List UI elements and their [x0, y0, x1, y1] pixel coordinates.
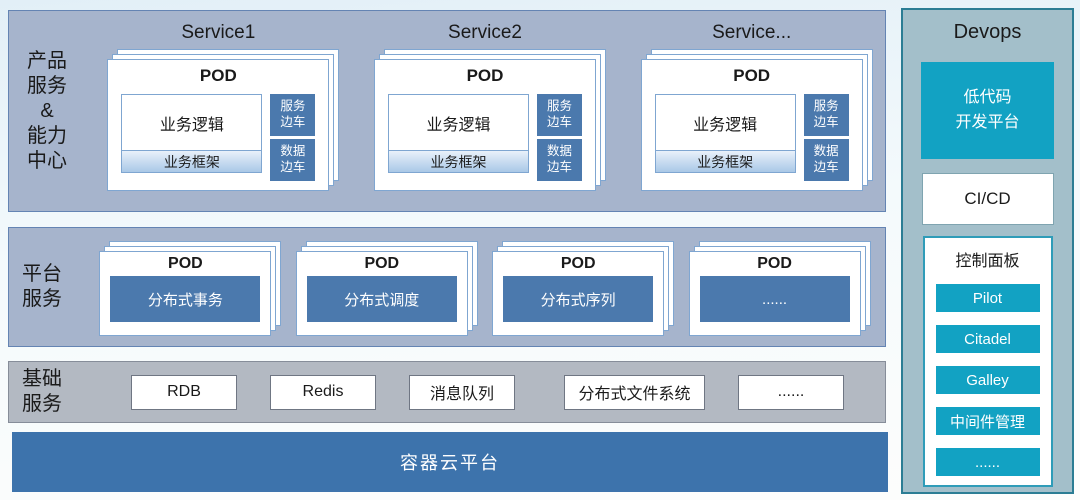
pod-title: POD: [199, 66, 237, 85]
distributed-file-system-box: 分布式文件系统: [564, 374, 705, 410]
service-group-1: Service1 POD 业务逻辑 业务框架 服务 边车 数据 边车: [85, 11, 352, 211]
service-sidecar-box: 服务 边车: [537, 94, 582, 136]
infra-services-section: 基础 服务 RDB Redis 消息队列 分布式文件系统 ......: [8, 361, 886, 423]
service-title: Service1: [181, 22, 256, 43]
sidecar-column: 服务 边车 数据 边车: [270, 94, 316, 181]
logic-column: 业务逻辑 业务框架: [388, 94, 529, 181]
data-sidecar-box: 数据 边车: [270, 139, 316, 181]
infra-section-label: 基础 服务: [22, 368, 62, 415]
pod-title: POD: [364, 255, 400, 272]
sidecar-column: 服务 边车 数据 边车: [537, 94, 582, 181]
service-title: Service2: [448, 22, 522, 43]
distributed-scheduling-box: 分布式调度: [306, 276, 457, 322]
citadel-box: Citadel: [935, 325, 1040, 353]
data-sidecar-box: 数据 边车: [803, 139, 849, 181]
service-sidecar-box: 服务 边车: [803, 94, 849, 136]
business-framework-bar: 业务框架: [654, 151, 796, 173]
service-groups: Service1 POD 业务逻辑 业务框架 服务 边车 数据 边车: [85, 11, 885, 211]
product-services-section: 产品 服务 & 能力 中心 Service1 POD 业务逻辑 业务框架 服务 …: [8, 10, 886, 212]
galley-box: Galley: [935, 366, 1040, 394]
logic-column: 业务逻辑 业务框架: [121, 94, 263, 181]
product-section-label: 产品 服务 & 能力 中心: [27, 49, 67, 172]
platform-pod-card: POD 分布式序列: [492, 251, 665, 336]
lowcode-platform-box: 低代码 开发平台: [921, 62, 1054, 159]
platform-services-section: 平台 服务 POD 分布式事务 POD 分布式调度 POD 分布式序列: [8, 227, 886, 347]
middleware-management-box: 中间件管理: [935, 407, 1040, 435]
platform-pod-stack: POD 分布式事务: [99, 241, 282, 336]
pod-body: 业务逻辑 业务框架 服务 边车 数据 边车: [642, 94, 862, 181]
service-title: Service...: [712, 22, 792, 43]
devops-panel: Devops 低代码 开发平台 CI/CD 控制面板 Pilot Citadel…: [901, 8, 1074, 494]
platform-pod-card: POD ......: [688, 251, 861, 336]
pod-stack: POD 业务逻辑 业务框架 服务 边车 数据 边车: [107, 49, 340, 191]
pod-title: POD: [168, 255, 203, 272]
distributed-sequence-box: 分布式序列: [503, 276, 654, 322]
pod-stack: POD 业务逻辑 业务框架 服务 边车 数据 边车: [640, 49, 873, 191]
business-framework-bar: 业务框架: [121, 151, 263, 173]
pod-card: POD 业务逻辑 业务框架 服务 边车 数据 边车: [640, 59, 863, 191]
message-queue-box: 消息队列: [409, 374, 515, 410]
pod-card: POD 业务逻辑 业务框架 服务 边车 数据 边车: [374, 59, 596, 191]
distributed-transaction-box: 分布式事务: [110, 276, 261, 322]
rdb-box: RDB: [131, 374, 237, 410]
redis-box: Redis: [270, 374, 376, 410]
service-group-more: Service... POD 业务逻辑 业务框架 服务 边车 数据 边车: [618, 11, 885, 211]
pod-title: POD: [757, 255, 792, 272]
platform-pod-stack: POD 分布式调度: [295, 241, 478, 336]
sidecar-column: 服务 边车 数据 边车: [803, 94, 849, 181]
platform-pod-card: POD 分布式调度: [295, 251, 468, 336]
pod-title: POD: [560, 255, 596, 272]
control-panel-box: 控制面板 Pilot Citadel Galley 中间件管理 ......: [922, 236, 1053, 487]
infra-more-box: ......: [738, 374, 844, 410]
platform-pod-more-box: ......: [699, 276, 850, 322]
business-framework-bar: 业务框架: [388, 151, 529, 173]
pod-title: POD: [466, 66, 504, 85]
control-panel-more-box: ......: [935, 448, 1040, 476]
platform-pod-stack: POD 分布式序列: [492, 241, 675, 336]
platform-pod-stack: POD ......: [688, 241, 871, 336]
pod-body: 业务逻辑 业务框架 服务 边车 数据 边车: [108, 94, 328, 181]
data-sidecar-box: 数据 边车: [537, 139, 582, 181]
devops-title: Devops: [953, 21, 1022, 43]
pilot-box: Pilot: [935, 284, 1040, 312]
pod-card: POD 业务逻辑 业务框架 服务 边车 数据 边车: [107, 59, 330, 191]
business-logic-box: 业务逻辑: [388, 94, 529, 151]
business-logic-box: 业务逻辑: [654, 94, 796, 151]
business-logic-box: 业务逻辑: [121, 94, 263, 151]
control-panel-title: 控制面板: [955, 253, 1020, 270]
cicd-box: CI/CD: [921, 173, 1054, 225]
logic-column: 业务逻辑 业务框架: [654, 94, 796, 181]
infra-items: RDB Redis 消息队列 分布式文件系统 ......: [75, 362, 885, 422]
pod-title: POD: [733, 66, 771, 85]
service-sidecar-box: 服务 边车: [270, 94, 316, 136]
container-cloud-platform-label: 容器云平台: [400, 453, 500, 473]
service-group-2: Service2 POD 业务逻辑 业务框架 服务 边车 数据 边车: [352, 11, 619, 211]
platform-pods: POD 分布式事务 POD 分布式调度 POD 分布式序列 POD: [75, 228, 885, 346]
pod-stack: POD 业务逻辑 业务框架 服务 边车 数据 边车: [374, 49, 606, 191]
platform-section-label: 平台 服务: [22, 263, 62, 310]
platform-pod-card: POD 分布式事务: [99, 251, 272, 336]
container-cloud-platform-bar: 容器云平台: [12, 432, 888, 492]
pod-body: 业务逻辑 业务框架 服务 边车 数据 边车: [375, 94, 595, 181]
